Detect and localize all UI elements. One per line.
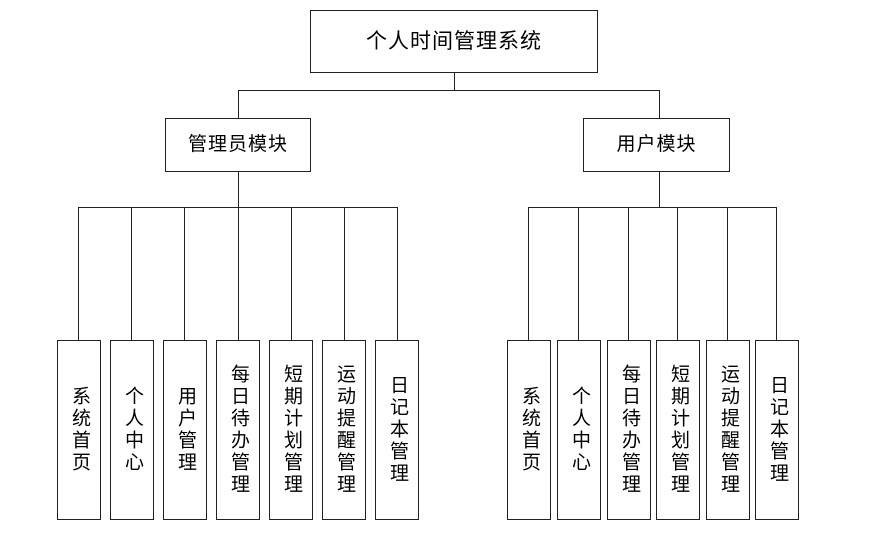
connector-admin-drop-1 xyxy=(78,207,79,340)
node-leaf-admin-6[interactable]: 运动提醒管理 xyxy=(322,340,366,520)
node-leaf-user-4-label: 短期计划管理 xyxy=(667,364,690,496)
connector-module-bus xyxy=(238,90,660,91)
node-root-label: 个人时间管理系统 xyxy=(366,29,542,54)
connector-user-drop-4 xyxy=(677,207,678,340)
node-leaf-admin-1-label: 系统首页 xyxy=(68,386,91,474)
connector-user-drop-1 xyxy=(528,207,529,340)
node-leaf-admin-1[interactable]: 系统首页 xyxy=(57,340,101,520)
node-leaf-user-5[interactable]: 运动提醒管理 xyxy=(706,340,750,520)
connector-user-drop-2 xyxy=(578,207,579,340)
node-leaf-admin-3[interactable]: 用户管理 xyxy=(163,340,207,520)
node-leaf-admin-6-label: 运动提醒管理 xyxy=(333,364,356,496)
connector-user-drop-6 xyxy=(776,207,777,340)
node-leaf-admin-7[interactable]: 日记本管理 xyxy=(375,340,419,520)
connector-admin-stem xyxy=(238,172,239,207)
node-leaf-user-4[interactable]: 短期计划管理 xyxy=(656,340,700,520)
connector-admin-drop-5 xyxy=(291,207,292,340)
node-leaf-admin-2-label: 个人中心 xyxy=(121,386,144,474)
node-leaf-admin-5-label: 短期计划管理 xyxy=(280,364,303,496)
node-leaf-admin-4[interactable]: 每日待办管理 xyxy=(216,340,260,520)
node-leaf-admin-5[interactable]: 短期计划管理 xyxy=(269,340,313,520)
connector-bus-to-user xyxy=(659,90,660,118)
connector-user-stem xyxy=(659,172,660,207)
node-leaf-user-1[interactable]: 系统首页 xyxy=(507,340,551,520)
node-leaf-admin-7-label: 日记本管理 xyxy=(386,375,409,485)
node-leaf-user-1-label: 系统首页 xyxy=(518,386,541,474)
connector-admin-drop-2 xyxy=(131,207,132,340)
node-leaf-user-2-label: 个人中心 xyxy=(568,386,591,474)
connector-admin-drop-6 xyxy=(344,207,345,340)
connector-admin-drop-3 xyxy=(184,207,185,340)
node-leaf-admin-3-label: 用户管理 xyxy=(174,386,197,474)
node-module-admin-label: 管理员模块 xyxy=(187,133,288,156)
node-module-admin[interactable]: 管理员模块 xyxy=(165,118,311,172)
node-leaf-user-3-label: 每日待办管理 xyxy=(618,364,641,496)
connector-root-stem xyxy=(454,73,455,90)
connector-admin-drop-7 xyxy=(397,207,398,340)
node-root[interactable]: 个人时间管理系统 xyxy=(310,10,598,73)
node-leaf-admin-2[interactable]: 个人中心 xyxy=(110,340,154,520)
connector-admin-drop-4 xyxy=(238,207,239,340)
node-leaf-user-5-label: 运动提醒管理 xyxy=(717,364,740,496)
connector-user-drop-3 xyxy=(628,207,629,340)
node-leaf-user-6-label: 日记本管理 xyxy=(766,375,789,485)
node-leaf-user-2[interactable]: 个人中心 xyxy=(557,340,601,520)
node-module-user[interactable]: 用户模块 xyxy=(583,118,730,172)
connector-bus-to-admin xyxy=(238,90,239,118)
node-module-user-label: 用户模块 xyxy=(616,133,697,156)
node-leaf-user-3[interactable]: 每日待办管理 xyxy=(607,340,651,520)
connector-user-drop-5 xyxy=(727,207,728,340)
node-leaf-admin-4-label: 每日待办管理 xyxy=(227,364,250,496)
connector-user-bus xyxy=(528,207,777,208)
node-leaf-user-6[interactable]: 日记本管理 xyxy=(755,340,799,520)
